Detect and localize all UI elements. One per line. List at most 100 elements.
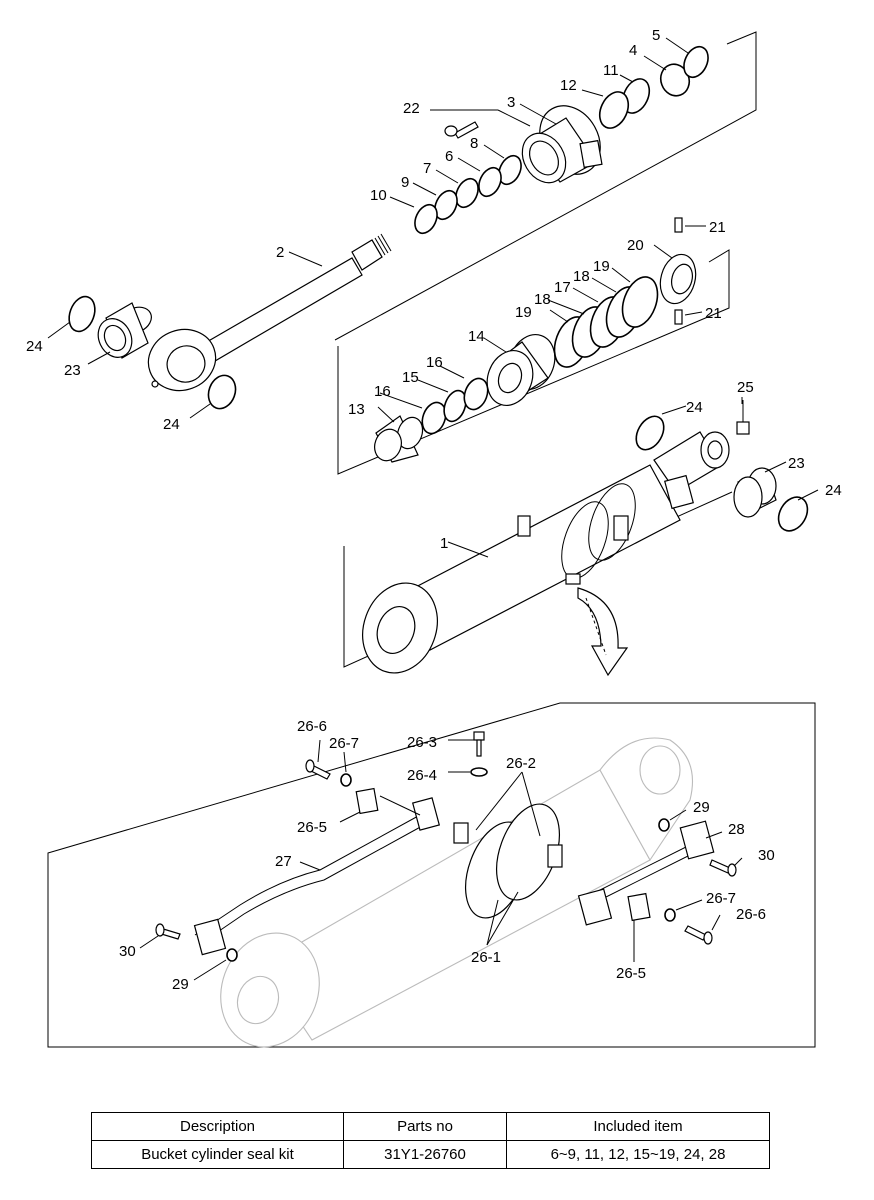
callout: 19 <box>515 304 532 321</box>
callout: 24 <box>825 482 842 499</box>
callout: 30 <box>758 847 775 864</box>
callout: 26-4 <box>407 767 437 784</box>
ring-12 <box>598 91 630 129</box>
callout: 26-5 <box>297 819 327 836</box>
ring-5 <box>683 45 709 79</box>
ring-19b <box>621 276 659 328</box>
callout: 6 <box>445 148 453 165</box>
set-screw-21a <box>674 217 683 233</box>
ring-7 <box>455 177 479 209</box>
callout: 28 <box>728 821 745 838</box>
dust-seal-24b <box>207 374 237 410</box>
callout: 21 <box>705 305 722 322</box>
callout: 10 <box>370 187 387 204</box>
callout: 13 <box>348 401 365 418</box>
dust-seal-24d <box>777 496 809 532</box>
callout: 29 <box>693 799 710 816</box>
ring-6 <box>478 166 502 198</box>
callout: 16 <box>426 354 443 371</box>
table-header-row: Description Parts no Included item <box>91 1112 770 1141</box>
callout: 21 <box>709 219 726 236</box>
clamp-block-26-5b <box>627 892 651 922</box>
bolt-30b <box>155 923 181 940</box>
table-row: Bucket cylinder seal kit 31Y1-26760 6~9,… <box>91 1140 770 1169</box>
table-cell: 6~9, 11, 12, 15~19, 24, 28 <box>506 1140 770 1169</box>
callout: 18 <box>534 291 551 308</box>
leader-lines <box>47 37 819 981</box>
seal-kit-table: Description Parts no Included item Bucke… <box>91 1112 770 1169</box>
detail-cylinder-ghost <box>220 737 694 1048</box>
callout: 12 <box>560 77 577 94</box>
callout: 19 <box>593 258 610 275</box>
callout: 7 <box>423 160 431 177</box>
piston-group-frame <box>337 249 730 475</box>
callout: 16 <box>374 383 391 400</box>
callout: 20 <box>627 237 644 254</box>
detail-view-frame <box>47 702 816 1048</box>
ring-11 <box>621 78 651 114</box>
callout: 26-6 <box>736 906 766 923</box>
clamp-band-detail <box>453 803 563 919</box>
column-header: Parts no <box>343 1112 507 1141</box>
dust-seal-24a <box>68 295 96 333</box>
ring-10 <box>414 203 438 235</box>
bolt-26-6a <box>305 759 331 780</box>
callout: 11 <box>603 62 619 79</box>
set-screw-21b <box>674 309 683 325</box>
ring-8 <box>498 154 522 186</box>
column-header: Included item <box>506 1112 770 1141</box>
pin-bushing-23b <box>733 467 777 518</box>
o-ring-29a <box>658 818 670 832</box>
callout-labels: 1 2 3 4 5 6 7 8 9 10 11 12 13 14 15 16 1… <box>26 27 842 993</box>
callout: 23 <box>788 455 805 472</box>
callout: 26-6 <box>297 718 327 735</box>
callout: 9 <box>401 174 409 191</box>
cylinder-tube <box>362 431 730 674</box>
bolt-22 <box>444 121 479 139</box>
nut-20 <box>659 253 697 305</box>
pipe-27 <box>193 797 441 956</box>
detail-arrow-icon <box>577 587 629 677</box>
washer-26-4 <box>470 767 488 777</box>
callout: 24 <box>686 399 703 416</box>
ring-16a <box>421 401 447 435</box>
callout: 18 <box>573 268 590 285</box>
callout: 15 <box>402 369 419 386</box>
bolt-30a <box>709 859 737 877</box>
callout: 8 <box>470 135 478 152</box>
callout: 30 <box>119 943 136 960</box>
callout: 22 <box>403 100 420 117</box>
callout: 26-5 <box>616 965 646 982</box>
bolt-26-6b <box>684 925 713 945</box>
exploded-parts-diagram: 1 2 3 4 5 6 7 8 9 10 11 12 13 14 15 16 1… <box>26 27 842 1048</box>
callout: 17 <box>554 279 571 296</box>
table-cell: 31Y1-26760 <box>343 1140 507 1169</box>
callout: 26-2 <box>506 755 536 772</box>
callout: 3 <box>507 94 515 111</box>
bolt-26-3 <box>473 731 485 757</box>
callout: 24 <box>26 338 43 355</box>
rod-group-frame <box>334 31 757 341</box>
rod-bushing-23a <box>97 302 152 359</box>
washer-26-7a <box>340 773 352 787</box>
callout: 26-7 <box>329 735 359 752</box>
callout: 24 <box>163 416 180 433</box>
grease-nipple-25 <box>736 400 750 435</box>
ring-16b <box>463 377 489 411</box>
piston-14 <box>486 334 556 406</box>
callout: 27 <box>275 853 292 870</box>
callout: 29 <box>172 976 189 993</box>
callout: 5 <box>652 27 660 44</box>
callout: 14 <box>468 328 485 345</box>
callout: 23 <box>64 362 81 379</box>
column-header: Description <box>91 1112 344 1141</box>
callout: 2 <box>276 244 284 261</box>
washer-26-7b <box>664 908 676 922</box>
callout: 26-7 <box>706 890 736 907</box>
piston-rod <box>147 233 392 392</box>
callout: 26-1 <box>471 949 501 966</box>
callout: 4 <box>629 42 637 59</box>
callout: 1 <box>440 535 448 552</box>
callout: 26-3 <box>407 734 437 751</box>
callout: 25 <box>737 379 754 396</box>
